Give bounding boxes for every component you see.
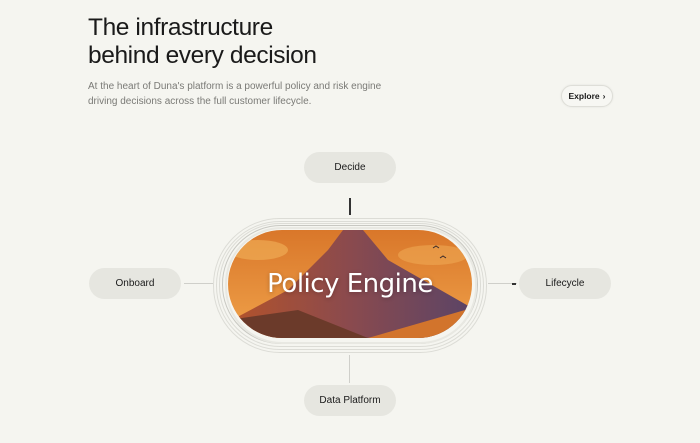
connector-left	[184, 283, 213, 284]
ring	[219, 223, 481, 347]
connector-right	[488, 283, 517, 284]
node-label: Decide	[334, 162, 366, 173]
connector-right-dash	[512, 283, 516, 285]
node-label: Lifecycle	[545, 278, 585, 289]
page-title: The infrastructure behind every decision	[88, 14, 317, 70]
title-line-1: The infrastructure	[88, 14, 273, 41]
connector-top	[349, 198, 351, 215]
node-data-platform[interactable]: Data Platform	[304, 385, 396, 416]
description: At the heart of Duna's platform is a pow…	[88, 81, 382, 107]
policy-engine[interactable]: Policy Engine	[228, 230, 472, 338]
explore-label: Explore	[568, 91, 600, 101]
explore-button[interactable]: Explore ›	[561, 85, 613, 107]
ring	[213, 218, 487, 353]
node-onboard[interactable]: Onboard	[89, 268, 181, 299]
node-lifecycle[interactable]: Lifecycle	[519, 268, 611, 299]
connector-bottom	[349, 355, 350, 383]
ring	[225, 227, 477, 344]
title-line-2: behind every decision	[88, 42, 317, 69]
node-label: Onboard	[115, 278, 155, 289]
policy-engine-label: Policy Engine	[267, 269, 433, 299]
ring	[216, 221, 484, 350]
node-decide[interactable]: Decide	[304, 152, 396, 183]
chevron-right-icon: ›	[602, 91, 606, 101]
node-label: Data Platform	[319, 395, 381, 406]
mountain-illustration	[228, 230, 472, 338]
